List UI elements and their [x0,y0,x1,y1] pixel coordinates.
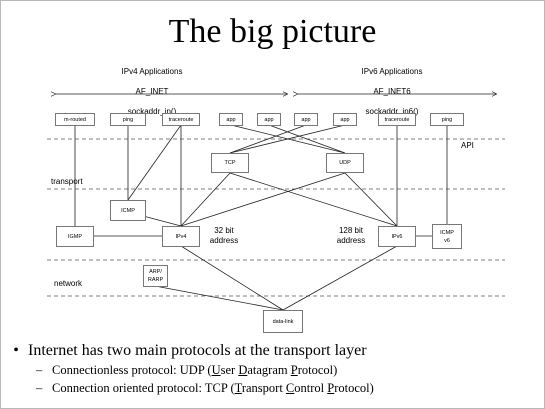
app-box-m-routed: m-routed [55,113,95,126]
app-box-ping: ping [110,113,146,126]
slide-title: The big picture [168,13,377,50]
bullet-udp: – Connectionless protocol: UDP (User Dat… [4,361,544,379]
tcp-box: TCP [211,153,249,173]
ipv6-address-size-label: 128 bit address [336,226,366,245]
bullet-dash: – [36,381,43,395]
app-box-app: app [294,113,318,126]
app-box-traceroute-v6: traceroute [378,113,416,126]
ipv6-applications-label: IPv6 Applications AF_INET6 sockaddr_in6(… [302,57,482,127]
bullet-list: • Internet has two main protocols at the… [4,341,544,397]
ipv6-apps-line1: IPv6 Applications [361,67,423,76]
data-link-box: data-link [263,310,303,333]
app-box-app: app [333,113,357,126]
bullet-tcp-text: Connection oriented protocol: TCP (Trans… [52,381,374,395]
icmp-box: ICMP [110,200,146,221]
ipv4-box: IPv4 [162,226,200,247]
udp-box: UDP [326,153,364,173]
ipv4-apps-line3: sockaddr_in() [127,107,177,116]
app-box-ping-v6: ping [430,113,464,126]
app-box-app: app [257,113,281,126]
bullet-dash: – [36,363,43,377]
bullet-udp-text: Connectionless protocol: UDP (User Datag… [52,363,338,377]
icmpv6-box: ICMP v6 [432,224,462,249]
ipv6-apps-line2: AF_INET6 [373,87,411,96]
bullet-main: • Internet has two main protocols at the… [4,341,544,361]
app-box-traceroute: traceroute [162,113,200,126]
bullet-main-text: Internet has two main protocols at the t… [28,342,367,359]
igmp-box: IGMP [56,226,94,247]
app-box-app: app [219,113,243,126]
bullet-dot: • [13,342,19,359]
transport-label: transport [51,177,83,186]
ipv4-applications-label: IPv4 Applications AF_INET sockaddr_in() [62,57,242,127]
ipv6-apps-line3: sockaddr_in6() [365,107,419,116]
bullet-tcp: – Connection oriented protocol: TCP (Tra… [4,379,544,397]
ipv4-address-size-label: 32 bit address [209,226,239,245]
network-label: network [54,279,83,288]
arp-rarp-box: ARP/ RARP [143,265,168,287]
ipv6-box: IPv6 [378,226,416,247]
ipv4-apps-line1: IPv4 Applications [121,67,183,76]
ipv4-apps-line2: AF_INET [135,87,169,96]
api-label: API [461,141,474,150]
